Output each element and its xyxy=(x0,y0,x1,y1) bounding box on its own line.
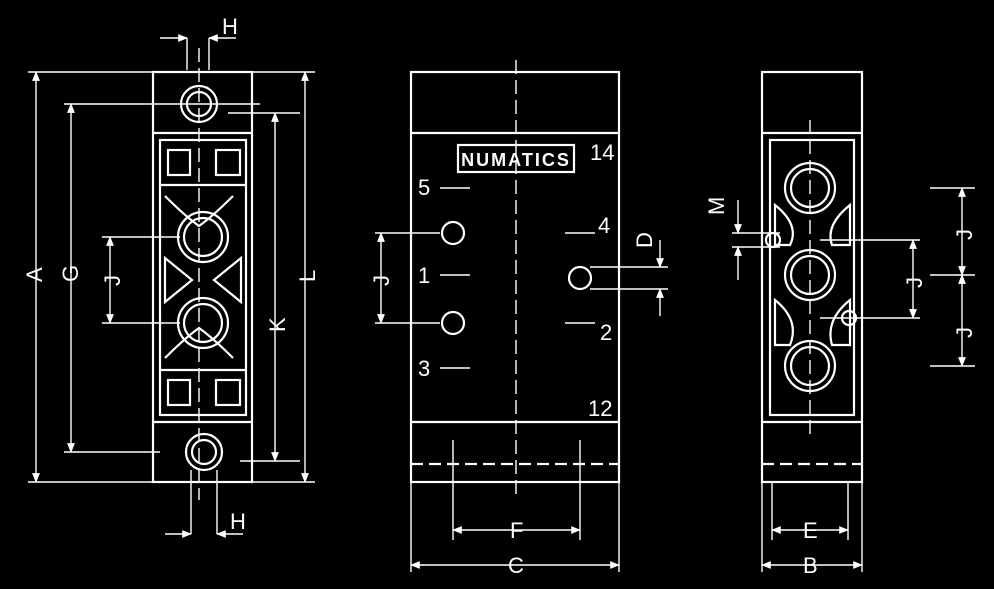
port-label-2: 2 xyxy=(600,320,612,345)
dim-label-b: B xyxy=(803,553,818,578)
brand-logo-text: NUMATICS xyxy=(461,150,571,170)
dim-label-e: E xyxy=(803,518,818,543)
right-dimensions xyxy=(732,187,975,572)
middle-body xyxy=(409,70,621,484)
dim-label-l: L xyxy=(295,270,320,282)
right-port-middle xyxy=(783,248,837,302)
middle-dimensions xyxy=(375,232,668,572)
port-hole-right xyxy=(567,265,593,291)
right-port-bottom xyxy=(783,339,837,393)
dim-label-k: K xyxy=(265,317,290,332)
left-view xyxy=(151,48,254,500)
dim-label-f: F xyxy=(510,518,523,543)
port-label-1: 1 xyxy=(418,263,430,288)
port-label-5: 5 xyxy=(418,175,430,200)
left-port-lower xyxy=(176,296,230,350)
brand-logo-box xyxy=(456,143,576,174)
left-dimensions xyxy=(28,34,315,538)
right-port-top xyxy=(783,161,837,215)
port-label-14: 14 xyxy=(590,140,614,165)
left-body xyxy=(151,70,254,484)
dim-label-a: A xyxy=(22,267,47,282)
dim-label-j-right-mid: J xyxy=(902,277,927,288)
port-label-3: 3 xyxy=(418,356,430,381)
port-label-4: 4 xyxy=(598,213,610,238)
port-hole-4-side xyxy=(440,220,466,246)
right-body xyxy=(760,70,864,484)
dim-label-j-right-top: J xyxy=(952,229,977,240)
dim-label-h-bottom: H xyxy=(230,509,246,534)
port-hole-2-side xyxy=(440,310,466,336)
dim-label-j-right-bottom: J xyxy=(952,327,977,338)
dim-label-j-left: J xyxy=(100,275,125,286)
dim-label-h-top: H xyxy=(222,14,238,39)
dim-label-g: G xyxy=(58,265,83,282)
left-port-upper xyxy=(176,210,230,264)
mounting-hole-bottom xyxy=(184,432,224,472)
dim-label-j-middle: J xyxy=(369,275,394,286)
middle-view xyxy=(409,60,621,500)
dim-label-m: M xyxy=(704,197,729,215)
port-label-12: 12 xyxy=(588,396,612,421)
dim-label-c: C xyxy=(508,553,524,578)
right-view xyxy=(760,70,864,484)
dim-label-d: D xyxy=(632,232,657,248)
